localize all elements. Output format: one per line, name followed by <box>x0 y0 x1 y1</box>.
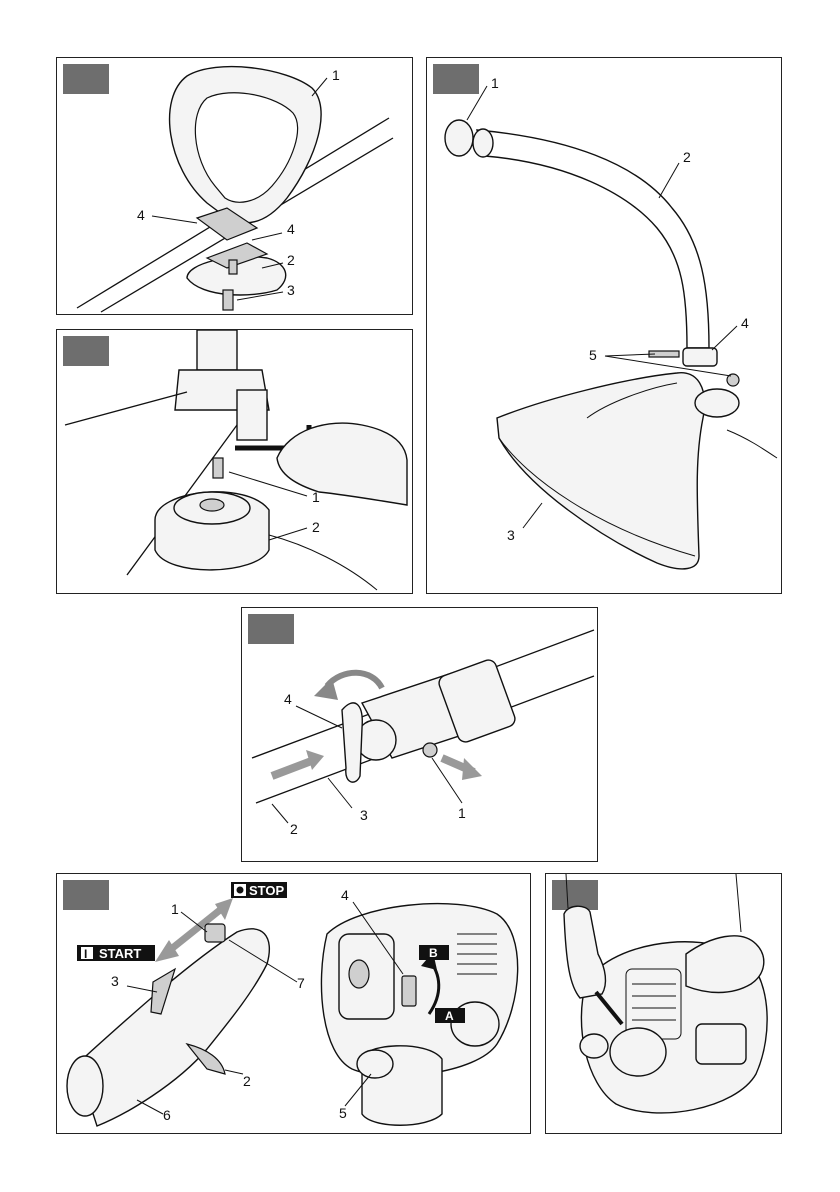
callout-5: 5 <box>339 1105 347 1121</box>
head-mount-illustration: 1 2 <box>57 330 414 595</box>
figure-tube-guard: 1 2 4 5 3 <box>426 57 782 594</box>
callout-7: 7 <box>297 975 305 991</box>
callout-5: 5 <box>589 347 597 363</box>
callout-2: 2 <box>287 252 295 268</box>
callout-2: 2 <box>243 1073 251 1089</box>
figure-handle: 1 4 4 2 3 <box>56 57 413 315</box>
callout-4: 4 <box>341 887 349 903</box>
coupling-illustration: 4 1 3 2 <box>242 608 599 863</box>
callout-6: 6 <box>163 1107 171 1123</box>
callout-1: 1 <box>312 489 320 505</box>
figure-engine-hands <box>545 873 782 1134</box>
start-symbol: I <box>84 947 87 961</box>
lever-a-label: A <box>445 1009 454 1023</box>
callout-2: 2 <box>683 149 691 165</box>
callout-4: 4 <box>741 315 749 331</box>
handle-illustration: 1 4 4 2 3 <box>57 58 414 316</box>
callout-2: 2 <box>290 821 298 837</box>
controls-illustration: I START STOP <box>57 874 532 1135</box>
callout-4b: 4 <box>287 221 295 237</box>
figure-head-mount: 1 2 <box>56 329 413 594</box>
callout-2: 2 <box>312 519 320 535</box>
callout-1: 1 <box>171 901 179 917</box>
figure-controls: I START STOP <box>56 873 531 1134</box>
callout-3: 3 <box>287 282 295 298</box>
callout-3: 3 <box>507 527 515 543</box>
lever-b-label: B <box>429 946 438 960</box>
figure-coupling: 4 1 3 2 <box>241 607 598 862</box>
start-label: START <box>99 946 141 961</box>
callout-1: 1 <box>491 75 499 91</box>
callout-3: 3 <box>360 807 368 823</box>
callout-3: 3 <box>111 973 119 989</box>
callout-1: 1 <box>458 805 466 821</box>
callout-1: 1 <box>332 67 340 83</box>
engine-hands-illustration <box>546 874 783 1135</box>
stop-label: STOP <box>249 883 284 898</box>
callout-4a: 4 <box>137 207 145 223</box>
tube-guard-illustration: 1 2 4 5 3 <box>427 58 783 595</box>
callout-4: 4 <box>284 691 292 707</box>
